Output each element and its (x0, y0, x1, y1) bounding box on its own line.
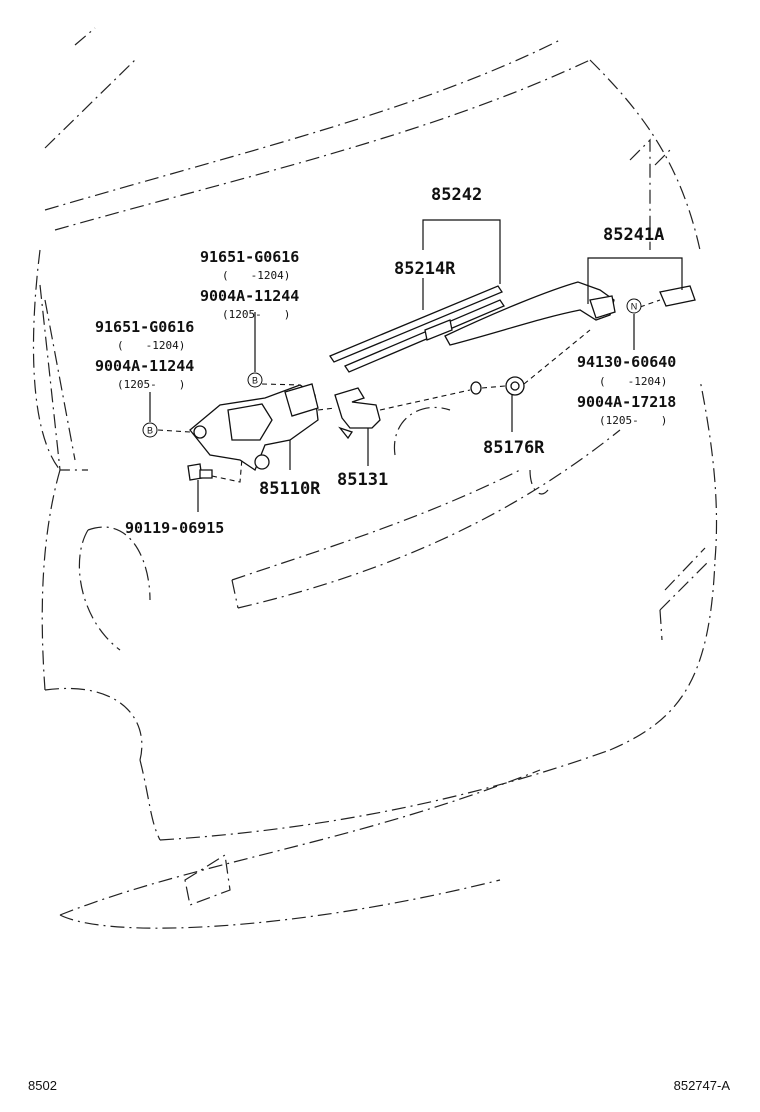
callout-pivot-cap: 85176R (483, 438, 545, 458)
b-symbol-upper: B (247, 372, 263, 388)
callout-left-cover-date2: (1205- ) (117, 378, 185, 391)
wiper-blade (329, 285, 505, 373)
svg-text:B: B (147, 426, 153, 436)
callout-motor: 85110R (259, 479, 321, 499)
callout-left-cover-alt: 9004A-11244 (95, 357, 194, 375)
footer-right-code: 852747-A (674, 1078, 731, 1093)
callout-nut-date2: (1205- ) (599, 414, 667, 427)
svg-text:B: B (252, 376, 258, 386)
bolt (187, 463, 213, 481)
wiper-motor (189, 383, 319, 471)
callout-arm: 85241A (603, 225, 664, 245)
vehicle-body-outline (32, 27, 718, 929)
callout-upper-cover-date2: (1205- ) (222, 308, 290, 321)
callout-left-cover-part: 91651-G0616 (95, 318, 194, 336)
wiper-arm (444, 281, 696, 346)
callout-85242: 85242 (431, 185, 482, 205)
callout-grommet: 85131 (337, 470, 388, 490)
footer-left-code: 8502 (28, 1078, 57, 1093)
pivot-cap (470, 376, 525, 396)
svg-text:N: N (631, 302, 638, 312)
callout-left-cover-date1: ( -1204) (117, 339, 185, 352)
callout-blade: 85214R (394, 259, 456, 279)
callout-upper-cover-alt: 9004A-11244 (200, 287, 299, 305)
callout-nut-date1: ( -1204) (599, 375, 667, 388)
assembly-lines (157, 299, 661, 483)
b-symbol-left: B (142, 422, 158, 438)
callout-upper-cover-date1: ( -1204) (222, 269, 290, 282)
n-symbol: N (626, 298, 642, 314)
grommet (334, 387, 381, 440)
callout-upper-cover-part: 91651-G0616 (200, 248, 299, 266)
callout-nut-alt: 9004A-17218 (577, 393, 676, 411)
callout-bolt: 90119-06915 (125, 519, 224, 537)
callout-nut-part: 94130-60640 (577, 353, 676, 371)
leader-lines (149, 219, 683, 512)
